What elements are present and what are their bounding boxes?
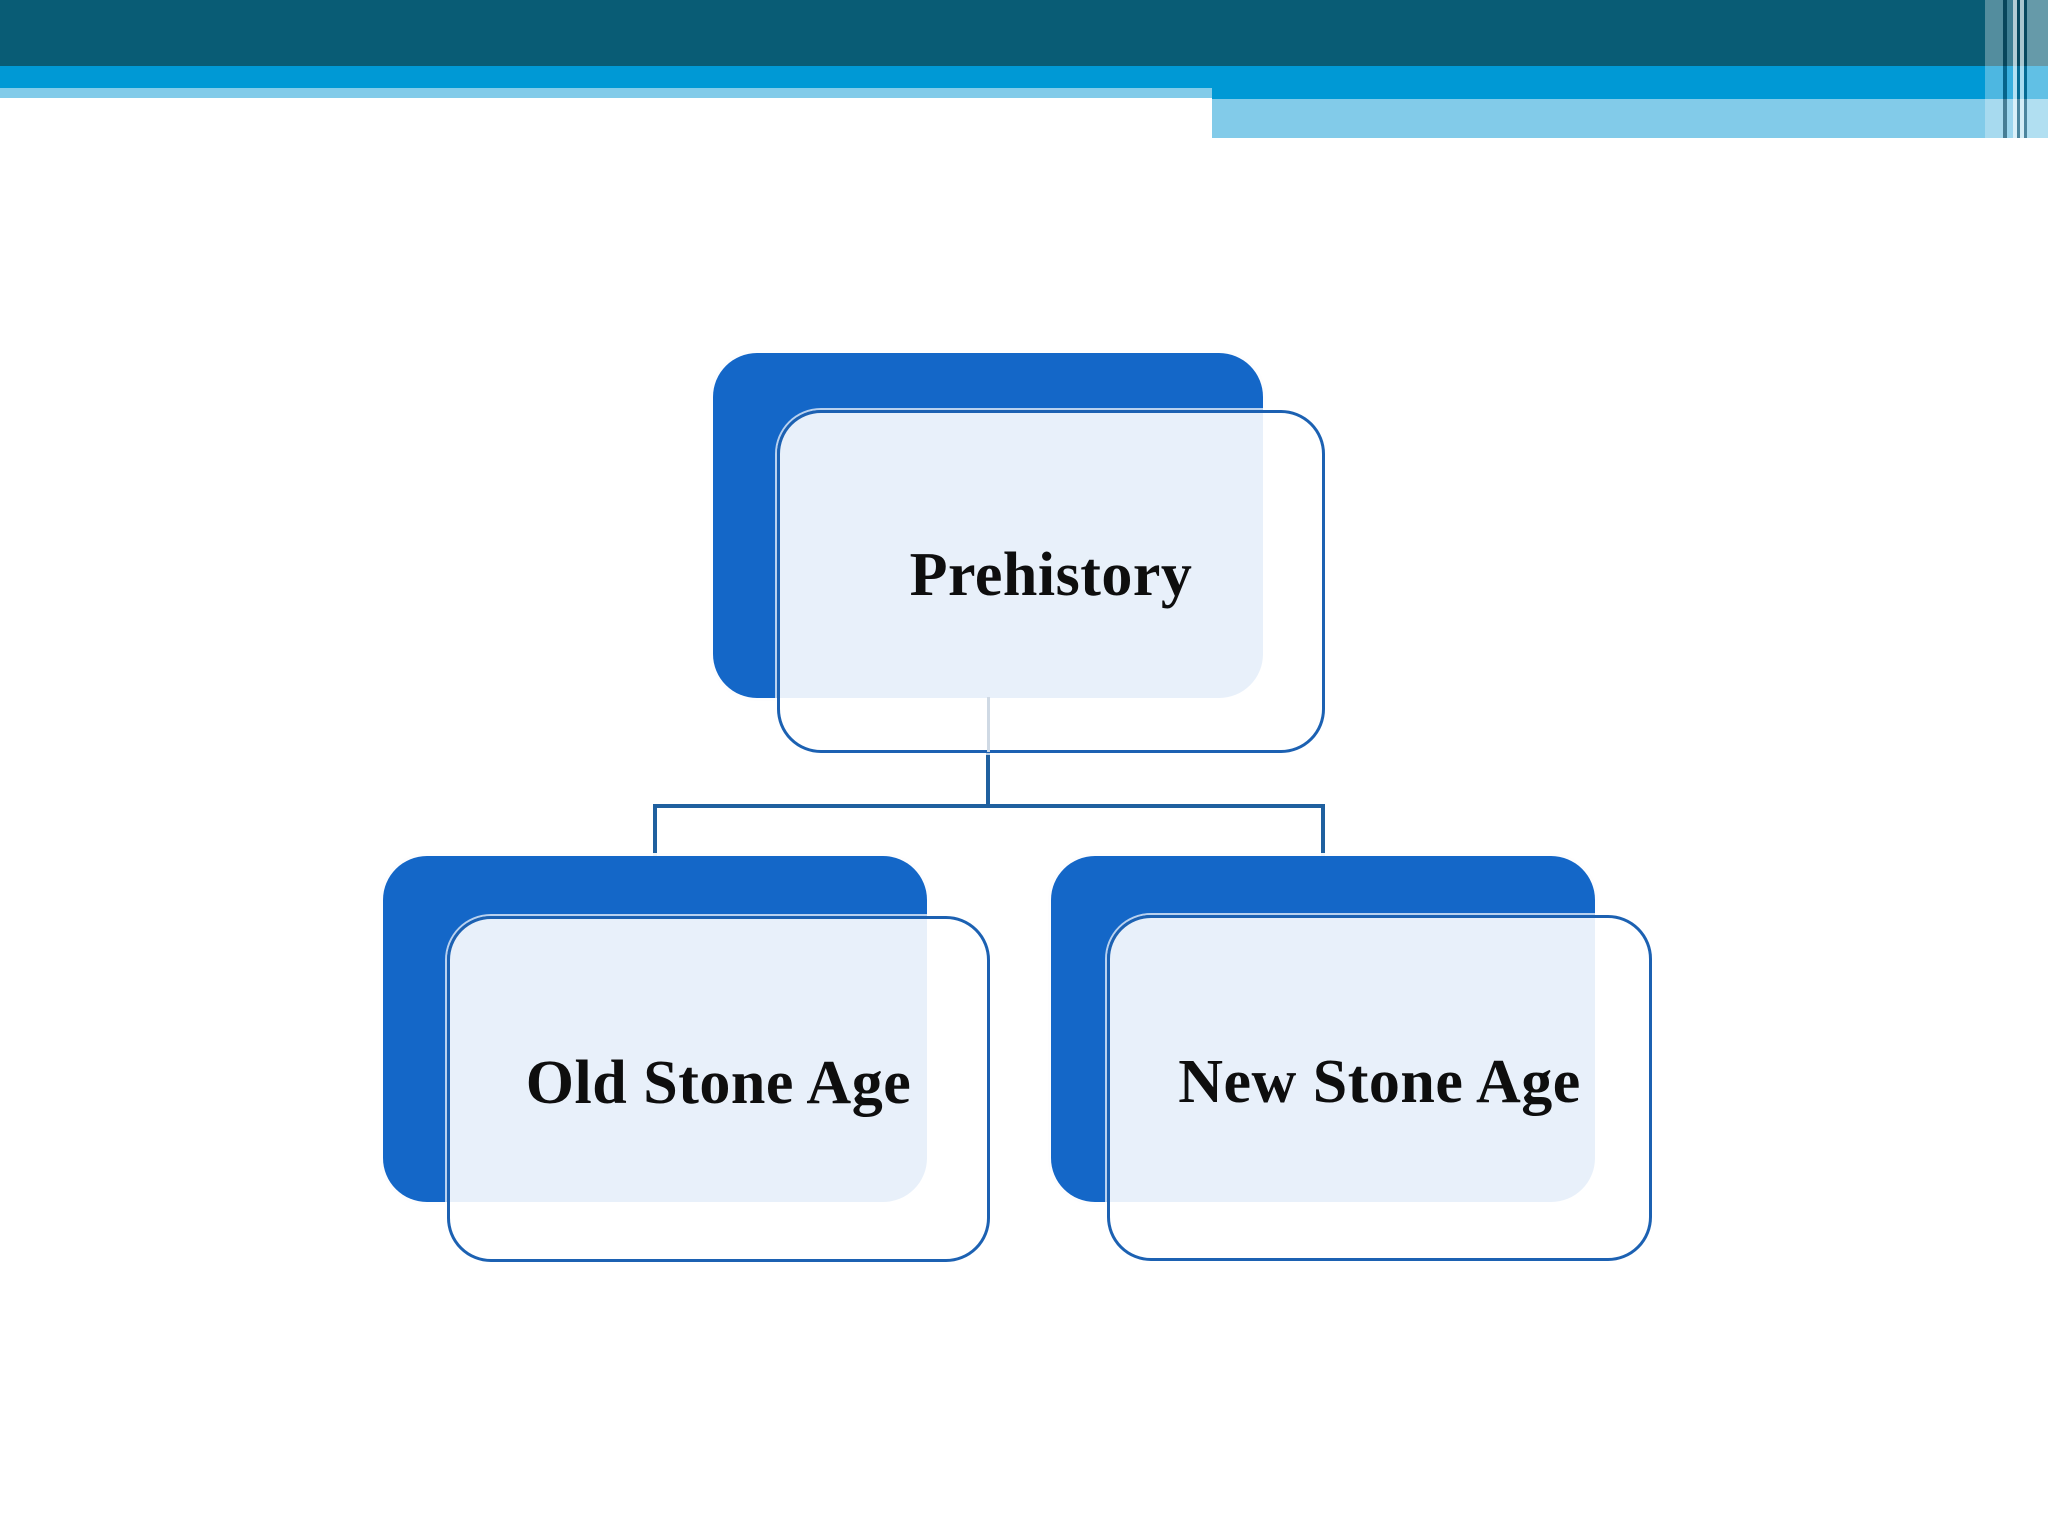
header-band-dark-teal	[0, 0, 2048, 66]
header-band-blue	[0, 66, 2048, 88]
node-new-stone-age-front-shape: New Stone Age	[1107, 915, 1652, 1261]
node-new-stone-age-label: New Stone Age	[1178, 1047, 1581, 1116]
connector-horizontal-bus	[653, 804, 1325, 808]
header-stripe	[1985, 0, 2003, 138]
header-stripe	[2020, 0, 2024, 138]
header-stripe	[2027, 0, 2048, 138]
header-stripe	[2003, 0, 2007, 138]
header-band-lightblue-right	[1212, 99, 2048, 138]
connector-stem-root	[986, 751, 990, 808]
connector-stem-right-child	[1321, 804, 1325, 858]
header-band-lightblue-left	[0, 88, 1212, 98]
node-old-stone-age-front-shape: Old Stone Age	[447, 916, 990, 1262]
header-stripe	[2017, 0, 2020, 138]
header-stripe	[2007, 0, 2013, 138]
connector-stem-left-child	[653, 804, 657, 858]
node-prehistory-label: Prehistory	[909, 541, 1193, 609]
connector-stem-root-faint	[987, 697, 990, 752]
node-prehistory-front-shape: Prehistory	[777, 410, 1325, 753]
header-stripe	[2024, 0, 2027, 138]
node-old-stone-age-label: Old Stone Age	[525, 1048, 912, 1117]
header-stripe	[2013, 0, 2017, 138]
header-band-blue-right-extension	[1212, 88, 2048, 99]
header-accent-stripes	[1985, 0, 2048, 138]
